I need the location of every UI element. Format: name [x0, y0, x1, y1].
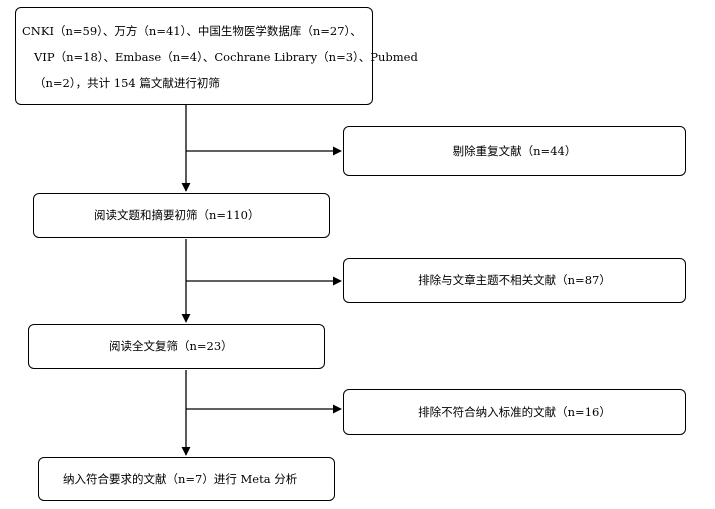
- criteria-excluded-box: 排除不符合纳入标准的文献（n=16）: [343, 389, 686, 435]
- initial-search-box: CNKI（n=59）、万方（n=41）、中国生物医学数据库（n=27）、 VIP…: [15, 7, 418, 105]
- search-sources-line-3: （n=2），共计 154 篇文献进行初筛: [34, 76, 220, 90]
- duplicates-removed-label: 剔除重复文献（n=44）: [452, 143, 577, 158]
- search-sources-line-1: CNKI（n=59）、万方（n=41）、中国生物医学数据库（n=27）、: [22, 24, 362, 38]
- title-abstract-screening-label: 阅读文题和摘要初筛（n=110）: [94, 208, 260, 222]
- full-text-review-label: 阅读全文复筛（n=23）: [109, 339, 233, 353]
- irrelevant-excluded-label: 排除与文章主题不相关文献（n=87）: [418, 273, 611, 287]
- full-text-review-box: 阅读全文复筛（n=23）: [28, 324, 325, 369]
- title-abstract-screening-box: 阅读文题和摘要初筛（n=110）: [33, 193, 330, 238]
- included-studies-label: 纳入符合要求的文献（n=7）进行 Meta 分析: [63, 471, 298, 486]
- irrelevant-excluded-box: 排除与文章主题不相关文献（n=87）: [343, 258, 686, 303]
- duplicates-removed-box: 剔除重复文献（n=44）: [343, 126, 686, 176]
- criteria-excluded-label: 排除不符合纳入标准的文献（n=16）: [418, 404, 611, 419]
- search-sources-line-2: VIP（n=18）、Embase（n=4）、Cochrane Library（n…: [34, 50, 418, 64]
- included-studies-box: 纳入符合要求的文献（n=7）进行 Meta 分析: [38, 457, 335, 501]
